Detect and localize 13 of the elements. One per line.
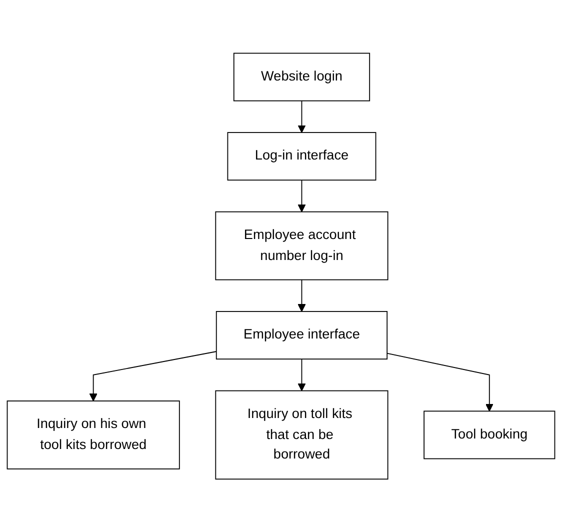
node-box: Employee account number log-in xyxy=(215,211,388,280)
arrow xyxy=(89,350,217,402)
node-box: Inquiry on toll kits that can be borrowed xyxy=(215,390,388,480)
arrow xyxy=(386,352,494,412)
node-box: Website login xyxy=(233,52,370,102)
node-box: Inquiry on his own tool kits borrowed xyxy=(6,400,180,470)
arrow xyxy=(298,279,306,312)
arrow xyxy=(298,179,306,212)
arrow xyxy=(298,100,306,133)
arrow xyxy=(298,358,306,391)
node-box: Log-in interface xyxy=(227,132,376,180)
node-box: Employee interface xyxy=(216,310,388,360)
node-box: Tool booking xyxy=(424,410,556,459)
